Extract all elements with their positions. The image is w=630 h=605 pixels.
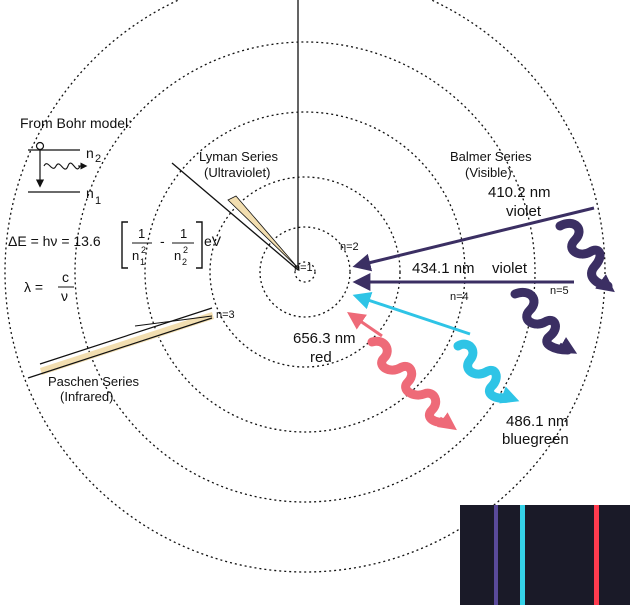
paschen-line-2 [134,315,213,327]
level-label-n4: n=4 [450,291,469,303]
energy-formula: ΔE = hν = 13.6 1 n 1 2 - 1 n 2 2 eV λ = … [8,221,222,304]
label-486-color: bluegreen [502,431,569,448]
paschen-line-1 [39,307,213,365]
balmer-434-transition [352,273,578,355]
label-656-wavelength: 656.3 nm [293,330,356,347]
lyman-series-name: Lyman Series [199,149,278,164]
level-label-n1: n=1 [294,262,313,274]
arrow-410 [352,206,595,272]
lyman-wedge [227,195,299,269]
level-labels: n=1 n=2 n=3 n=4 n=5 [216,241,569,321]
frac1-numerator: 1 [138,226,145,241]
photon-486 [453,339,513,403]
bohr-mini-diagram: From Bohr model: n 2 n 1 [20,115,132,207]
bohr-title: From Bohr model: [20,115,132,131]
emission-spectrum-panel [460,505,630,605]
photon-434 [510,288,573,355]
balmer-series-name: Balmer Series [450,149,532,164]
frac2-den-sup: 2 [183,245,188,255]
balmer-656-transition [347,311,457,431]
label-lower-level: n [86,185,94,201]
spectrum-cyan-line [520,505,525,605]
frac2-denominator: n [174,248,181,263]
frac1-den-sub: 1 [140,257,145,267]
label-lower-level-sub: 1 [95,195,101,207]
formula-unit: eV [204,233,222,249]
lambda-lhs: λ = [24,279,43,295]
label-upper-level: n [86,145,94,161]
formula-lhs: ΔE = hν = 13.6 [8,233,101,249]
orbit-n2 [259,226,351,318]
lambda-numerator: c [62,269,69,285]
photon-410 [555,218,613,291]
paschen-series-name: Paschen Series [48,374,140,389]
photon-486-arrow [499,386,520,404]
orbit-n6 [4,0,606,573]
frac1-den-sup: 2 [141,245,146,255]
bracket-left [121,221,128,269]
paschen-series-lines [27,307,214,379]
lyman-line-diagonal [171,162,299,271]
level-label-n2: n=2 [340,241,359,253]
arrow-656 [347,311,383,338]
lambda-denominator: ν [61,288,68,304]
spectrum-violet-line [494,505,498,605]
lyman-series-lines [171,0,299,271]
balmer-486-transition [352,292,520,404]
paschen-line-3 [27,317,213,379]
paschen-band [40,312,214,375]
label-486-wavelength: 486.1 nm [506,413,569,430]
electron-dot [35,141,45,151]
paschen-series-type: (Infrared) [60,389,113,404]
frac2-numerator: 1 [180,226,187,241]
label-410-wavelength: 410.2 nm [488,184,551,201]
orbit-n1 [294,261,316,283]
orbit-n5 [74,41,536,503]
arrow-486 [352,292,471,336]
orbit-n4 [144,111,466,433]
orbit-n3 [209,176,401,368]
label-434-wavelength: 434.1 nm [412,260,475,277]
label-656-color: red [310,349,332,366]
photon-410-arrow [595,274,615,293]
series-labels: Lyman Series (Ultraviolet) Balmer Series… [48,149,532,404]
balmer-series-type: (Visible) [465,165,512,180]
balmer-410-transition [352,206,615,293]
label-434-color: violet [492,260,528,277]
spectrum-background [460,505,630,605]
frac2-den-sub: 2 [182,257,187,267]
label-410-color: violet [506,203,542,220]
level-label-n5: n=5 [550,285,569,297]
wavelength-labels: 410.2 nm violet 434.1 nm violet 656.3 nm… [293,184,569,448]
lyman-series-type: (Ultraviolet) [204,165,270,180]
bracket-right [196,221,203,269]
photon-434-arrow [557,337,578,354]
photon-wave-icon [43,162,81,170]
formula-minus: - [160,233,165,249]
label-upper-level-sub: 2 [95,153,101,165]
photon-656 [367,336,451,427]
frac1-denominator: n [132,248,139,263]
level-label-n3: n=3 [216,309,235,321]
orbits [4,0,606,573]
spectrum-red-line [594,505,599,605]
photon-656-arrow [437,412,457,431]
